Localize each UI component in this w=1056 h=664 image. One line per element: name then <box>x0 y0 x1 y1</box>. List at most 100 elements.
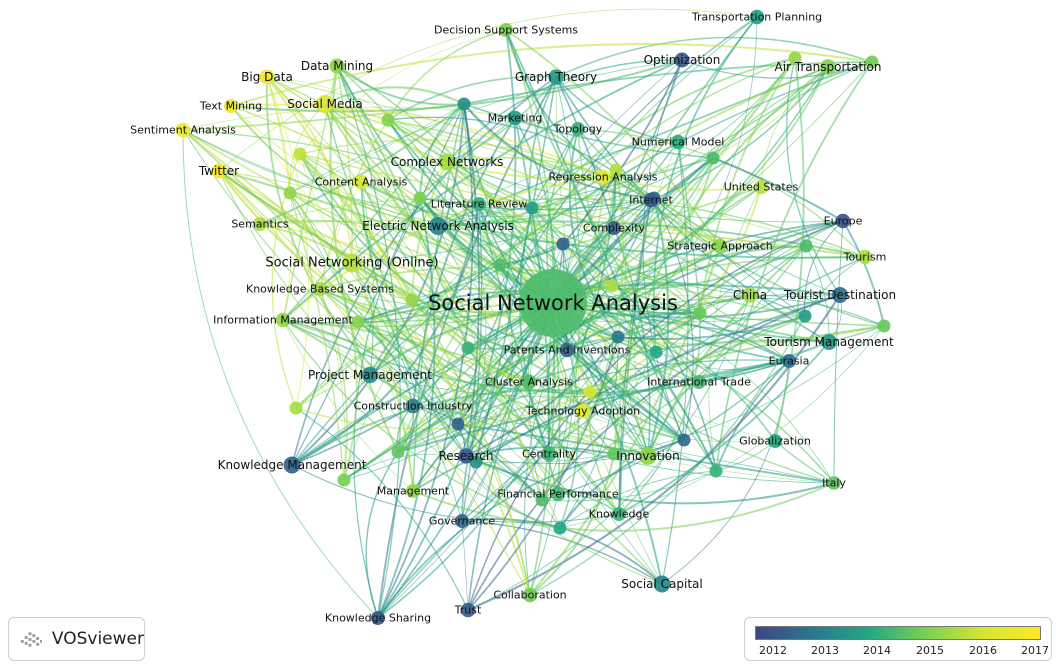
node-gov[interactable] <box>455 514 469 528</box>
label-dm[interactable]: Data Mining <box>301 59 373 73</box>
unlabeled-node[interactable] <box>535 493 549 507</box>
unlabeled-node[interactable] <box>525 201 539 215</box>
label-kbs[interactable]: Knowledge Based Systems <box>246 283 394 296</box>
label-inno[interactable]: Innovation <box>616 449 680 463</box>
node-inno[interactable] <box>639 447 657 465</box>
unlabeled-node[interactable] <box>553 521 567 535</box>
unlabeled-node[interactable] <box>556 237 570 251</box>
label-net[interactable]: Internet <box>629 194 673 207</box>
unlabeled-node[interactable] <box>611 330 625 344</box>
unlabeled-node[interactable] <box>865 55 879 69</box>
unlabeled-node[interactable] <box>605 279 619 293</box>
unlabeled-node[interactable] <box>709 464 723 478</box>
label-know[interactable]: Knowledge <box>589 508 650 521</box>
node-lr[interactable] <box>472 197 486 211</box>
node-td[interactable] <box>832 287 848 303</box>
label-txt[interactable]: Text Mining <box>199 100 262 113</box>
label-td[interactable]: Tourist Destination <box>783 288 896 302</box>
unlabeled-node[interactable] <box>391 445 405 459</box>
node-ena[interactable] <box>429 217 447 235</box>
node-clu[interactable] <box>521 374 537 390</box>
label-ta[interactable]: Technology Adoption <box>525 405 640 418</box>
label-sa[interactable]: Sentiment Analysis <box>130 124 236 137</box>
node-ks[interactable] <box>371 611 385 625</box>
node-eur[interactable] <box>782 354 796 368</box>
node-ca[interactable] <box>353 174 369 190</box>
node-gt[interactable] <box>548 69 564 85</box>
unlabeled-node[interactable] <box>293 147 307 161</box>
node-nm[interactable] <box>670 134 686 150</box>
node-km[interactable] <box>283 456 301 474</box>
label-ci[interactable]: Construction Industry <box>354 400 473 413</box>
unlabeled-node[interactable] <box>457 97 471 111</box>
label-ks[interactable]: Knowledge Sharing <box>325 612 431 625</box>
node-at[interactable] <box>820 59 836 75</box>
unlabeled-node[interactable] <box>649 345 663 359</box>
label-tour[interactable]: Tourism <box>843 251 887 264</box>
node-res[interactable] <box>458 448 474 464</box>
unlabeled-node[interactable] <box>461 341 475 355</box>
label-im[interactable]: Information Management <box>213 314 353 327</box>
label-glob[interactable]: Globalization <box>739 435 811 448</box>
node-sem[interactable] <box>253 217 267 231</box>
unlabeled-node[interactable] <box>413 191 427 205</box>
node-sm[interactable] <box>316 95 334 113</box>
node-coll[interactable] <box>522 587 538 603</box>
unlabeled-node[interactable] <box>337 473 351 487</box>
node-mgmt[interactable] <box>406 484 420 498</box>
node-ta[interactable] <box>575 403 591 419</box>
unlabeled-node[interactable] <box>798 309 812 323</box>
node-us[interactable] <box>753 179 769 195</box>
label-ca[interactable]: Content Analysis <box>315 176 408 189</box>
label-sno[interactable]: Social Networking (Online) <box>265 256 438 271</box>
label-italy[interactable]: Italy <box>822 477 846 490</box>
label-it[interactable]: International Trade <box>647 376 751 389</box>
label-km[interactable]: Knowledge Management <box>218 458 367 472</box>
node-italy[interactable] <box>827 476 841 490</box>
unlabeled-node[interactable] <box>607 447 621 461</box>
unlabeled-node[interactable] <box>381 113 395 127</box>
node-mkt[interactable] <box>507 110 523 126</box>
label-eu[interactable]: Europe <box>824 215 863 228</box>
node-net[interactable] <box>643 192 659 208</box>
label-mgmt[interactable]: Management <box>377 485 450 498</box>
label-fp[interactable]: Financial Performance <box>497 488 619 501</box>
node-dm[interactable] <box>329 58 345 74</box>
node-cplx[interactable] <box>607 221 621 235</box>
unlabeled-node[interactable] <box>351 315 365 329</box>
unlabeled-node[interactable] <box>677 433 691 447</box>
unlabeled-node[interactable] <box>788 51 802 65</box>
unlabeled-node[interactable] <box>289 401 303 415</box>
node-kbs[interactable] <box>313 282 327 296</box>
label-gt[interactable]: Graph Theory <box>515 70 597 84</box>
node-fp[interactable] <box>550 486 566 502</box>
unlabeled-node[interactable] <box>609 163 623 177</box>
node-trust[interactable] <box>460 602 476 618</box>
label-sm[interactable]: Social Media <box>287 97 362 111</box>
label-tp[interactable]: Transportation Planning <box>691 11 822 24</box>
unlabeled-node[interactable] <box>583 385 597 399</box>
unlabeled-node[interactable] <box>799 239 813 253</box>
label-china[interactable]: China <box>733 288 767 302</box>
label-cn[interactable]: Complex Networks <box>391 155 504 169</box>
label-us[interactable]: United States <box>724 181 799 194</box>
node-tm[interactable] <box>821 334 837 350</box>
node-china[interactable] <box>742 287 758 303</box>
label-eur[interactable]: Eurasia <box>769 355 810 368</box>
node-it[interactable] <box>692 375 706 389</box>
label-res[interactable]: Research <box>438 449 493 463</box>
node-topo[interactable] <box>571 122 585 136</box>
unlabeled-node[interactable] <box>283 186 297 200</box>
label-cent[interactable]: Centrality <box>522 448 576 461</box>
node-sta[interactable] <box>712 238 728 254</box>
label-pm[interactable]: Project Management <box>308 368 432 382</box>
unlabeled-node[interactable] <box>693 306 707 320</box>
node-eu[interactable] <box>835 213 851 229</box>
label-nm[interactable]: Numerical Model <box>632 136 725 149</box>
label-topo[interactable]: Topology <box>553 123 603 136</box>
label-sta[interactable]: Strategic Approach <box>667 240 773 253</box>
label-bd[interactable]: Big Data <box>241 70 293 84</box>
unlabeled-node[interactable] <box>877 319 891 333</box>
node-tour[interactable] <box>857 249 873 265</box>
label-coll[interactable]: Collaboration <box>493 589 566 602</box>
